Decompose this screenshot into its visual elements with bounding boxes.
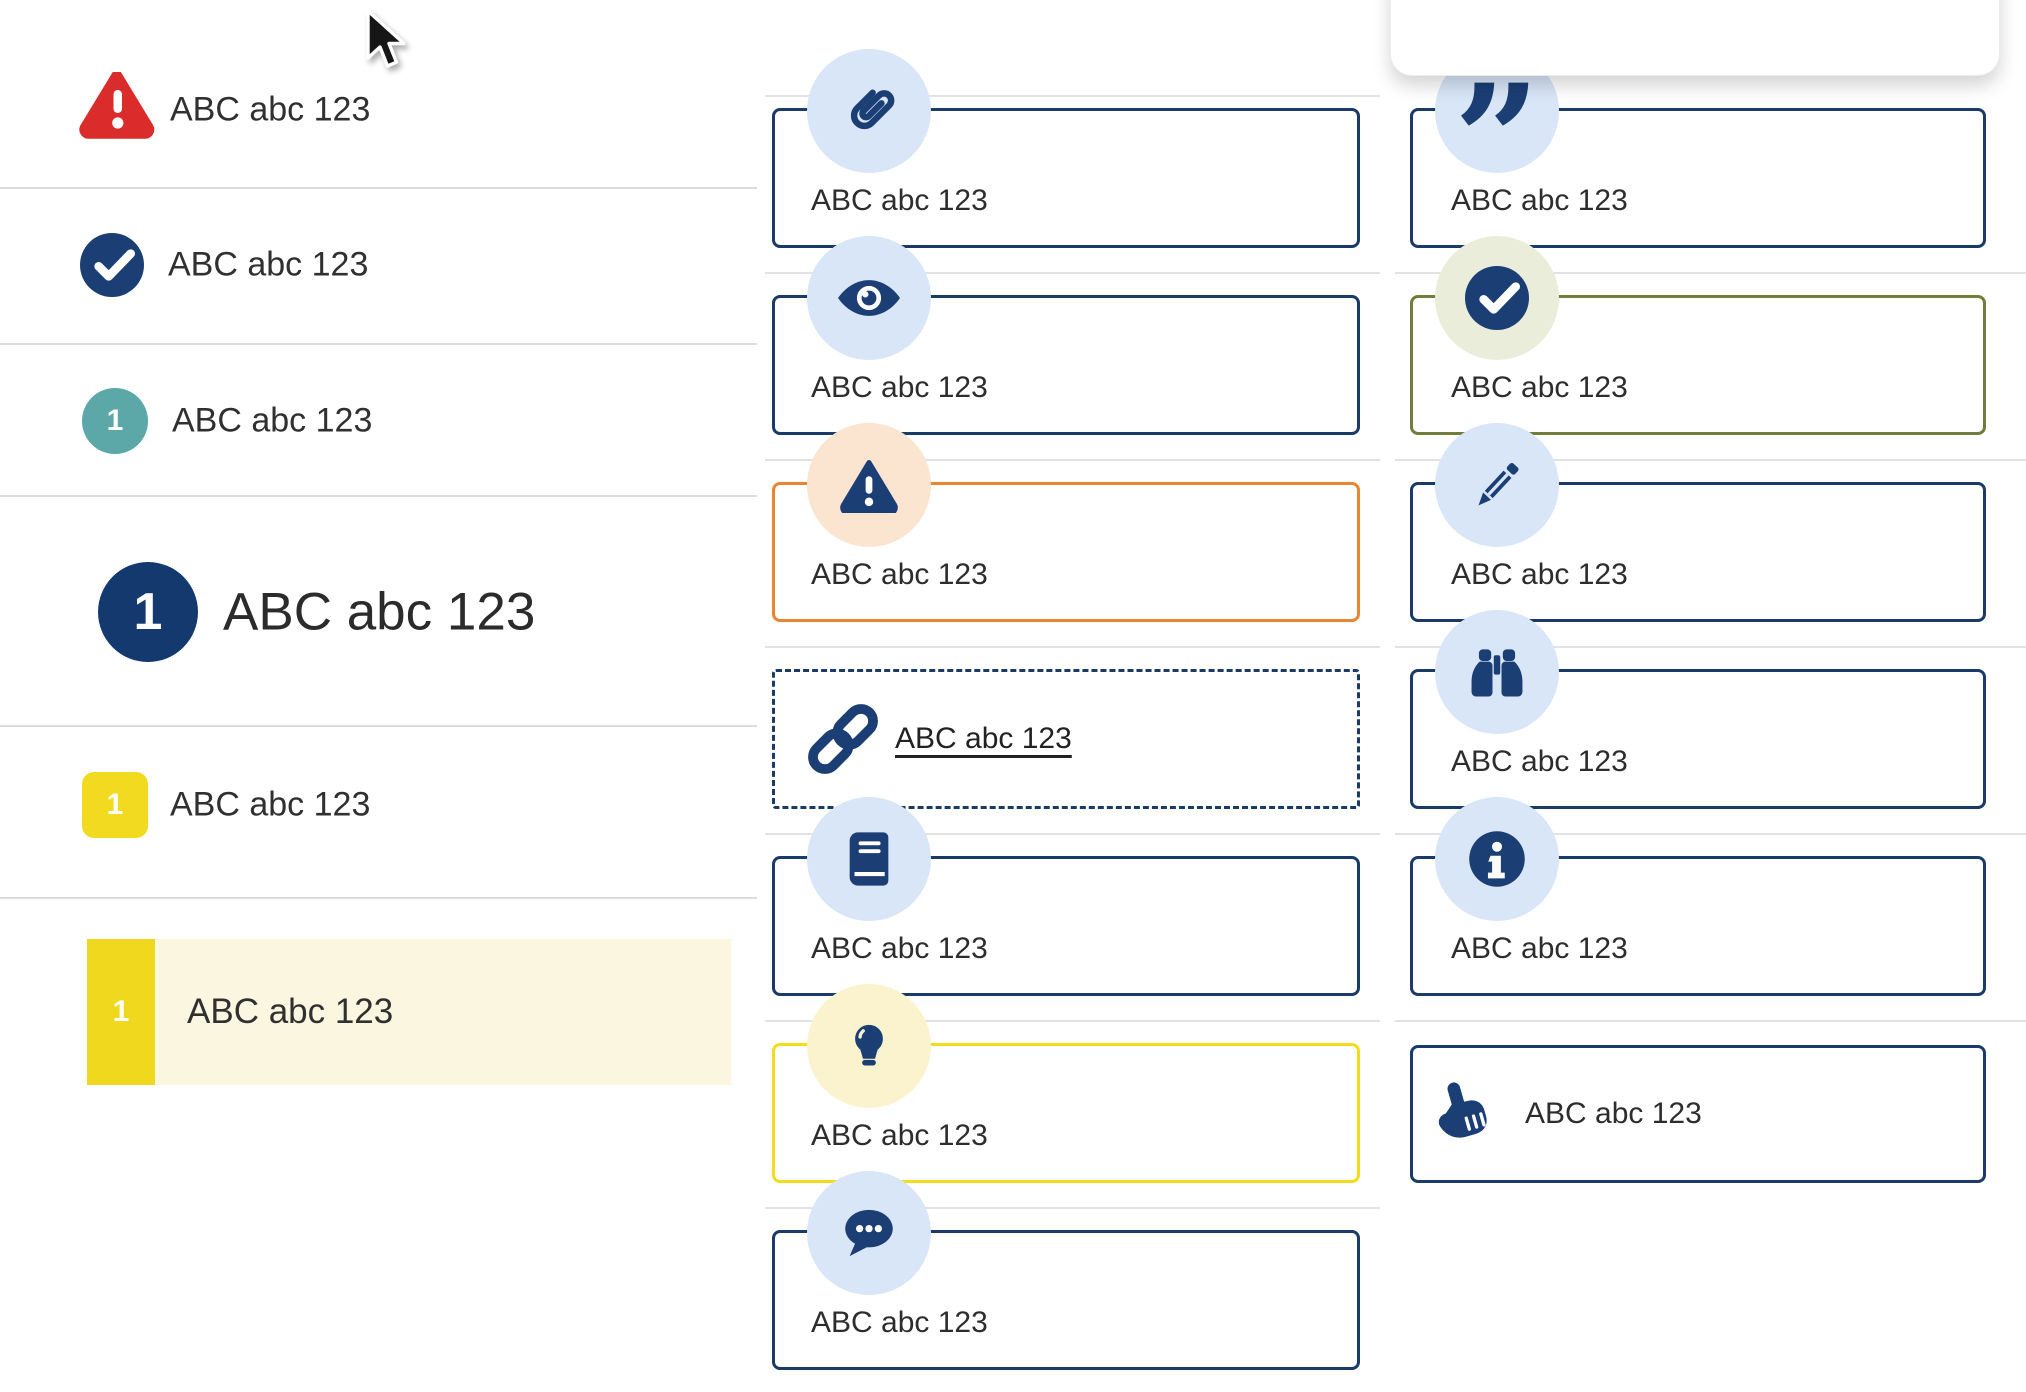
row-separator xyxy=(1395,833,2026,835)
callout-info: ABC abc 123 xyxy=(1410,797,1986,996)
divider xyxy=(0,725,757,727)
list-item-label: ABC abc 123 xyxy=(168,245,369,284)
number-badge-value: 1 xyxy=(112,995,130,1028)
link-icon xyxy=(808,704,878,774)
list-item-label: ABC abc 123 xyxy=(170,90,371,129)
divider xyxy=(0,343,757,345)
callout-tip: ABC abc 123 xyxy=(772,984,1360,1183)
callout-discussion: ABC abc 123 xyxy=(772,1171,1360,1370)
row-separator xyxy=(765,95,1380,97)
number-badge-value: 1 xyxy=(106,788,124,821)
alert-triangle-icon xyxy=(807,423,931,547)
number-badge-value: 1 xyxy=(133,583,163,641)
callout-attachment: ABC abc 123 xyxy=(772,49,1360,248)
row-separator xyxy=(1395,459,2026,461)
row-separator xyxy=(765,272,1380,274)
callout-edit: ABC abc 123 xyxy=(1410,423,1986,622)
list-item-label: ABC abc 123 xyxy=(170,785,371,824)
callout-label: ABC abc 123 xyxy=(1451,184,1628,217)
number-circle-teal-icon: 1 xyxy=(82,388,148,454)
number-bar-yellow-icon: 1 xyxy=(87,939,155,1085)
book-icon xyxy=(807,797,931,921)
lightbulb-icon xyxy=(807,984,931,1108)
callout-label: ABC abc 123 xyxy=(1525,1097,1702,1130)
row-separator xyxy=(765,1207,1380,1209)
hand-point-up-icon xyxy=(1438,1082,1487,1138)
callout-action: ABC abc 123 xyxy=(1410,1045,1986,1183)
info-circle-icon xyxy=(1435,797,1559,921)
callout-link: ABC abc 123 xyxy=(772,669,1360,809)
callout-label: ABC abc 123 xyxy=(811,184,988,217)
callout-label: ABC abc 123 xyxy=(811,1306,988,1339)
divider xyxy=(0,495,757,497)
callout-reference: ABC abc 123 xyxy=(772,797,1360,996)
callout-warning: ABC abc 123 xyxy=(772,423,1360,622)
callout-label: ABC abc 123 xyxy=(1451,558,1628,591)
floating-toolbar-edge xyxy=(1390,0,2000,76)
callout-label: ABC abc 123 xyxy=(1451,745,1628,778)
list-item-label: ABC abc 123 xyxy=(172,401,373,440)
callout-quote: ” ABC abc 123 xyxy=(1410,49,1986,248)
callout-label: ABC abc 123 xyxy=(811,371,988,404)
binoculars-icon xyxy=(1435,610,1559,734)
number-square-yellow-icon: 1 xyxy=(82,772,148,838)
pencil-icon xyxy=(1435,423,1559,547)
callout-search: ABC abc 123 xyxy=(1410,610,1986,809)
callout-label: ABC abc 123 xyxy=(1451,371,1628,404)
callout-success: ABC abc 123 xyxy=(1410,236,1986,435)
paperclip-icon xyxy=(807,49,931,173)
number-badge-value: 1 xyxy=(106,404,124,437)
row-separator xyxy=(1395,646,2026,648)
check-circle-icon xyxy=(80,233,144,297)
check-circle-icon xyxy=(1435,236,1559,360)
mouse-cursor-icon xyxy=(366,9,406,68)
divider xyxy=(0,897,757,899)
chat-bubble-icon xyxy=(807,1171,931,1295)
row-separator xyxy=(765,646,1380,648)
list-item-label: ABC abc 123 xyxy=(187,992,394,1031)
row-separator xyxy=(1395,1020,2026,1022)
callout-label: ABC abc 123 xyxy=(811,1119,988,1152)
callout-view: ABC abc 123 xyxy=(772,236,1360,435)
alert-triangle-icon xyxy=(79,72,155,139)
eye-icon xyxy=(807,236,931,360)
section-heading: ABC abc 123 xyxy=(223,582,536,642)
row-separator xyxy=(765,459,1380,461)
row-separator xyxy=(765,1020,1380,1022)
callout-label: ABC abc 123 xyxy=(811,932,988,965)
row-separator xyxy=(765,833,1380,835)
callout-link-text[interactable]: ABC abc 123 xyxy=(895,722,1072,755)
row-separator xyxy=(1395,272,2026,274)
divider xyxy=(0,187,757,189)
callout-label: ABC abc 123 xyxy=(1451,932,1628,965)
highlighted-list-item: 1 ABC abc 123 xyxy=(87,939,731,1085)
callout-label: ABC abc 123 xyxy=(811,558,988,591)
number-circle-navy-icon: 1 xyxy=(98,562,198,662)
